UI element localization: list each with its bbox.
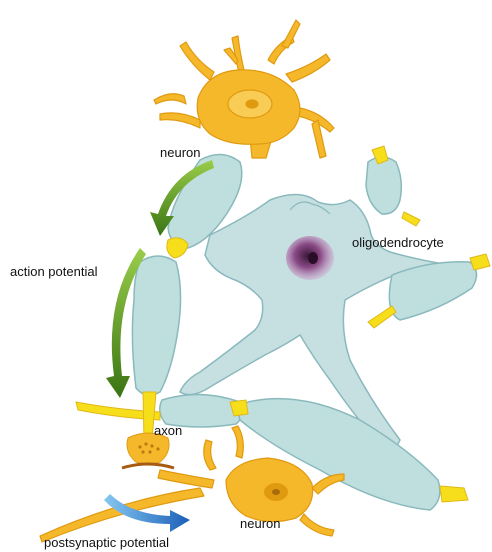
label-neuron-bottom: neuron <box>240 517 280 530</box>
label-action-potential: action potential <box>10 265 97 278</box>
label-oligodendrocyte: oligodendrocyte <box>352 236 444 249</box>
myelin-segment-right-top <box>366 157 401 214</box>
axon-right-tip-4 <box>368 306 396 328</box>
neuron-top <box>154 20 334 158</box>
myelin-segment-middle <box>132 256 180 395</box>
label-postsynaptic-potential: postsynaptic potential <box>44 536 169 549</box>
axon-right-tip-2 <box>402 212 420 226</box>
label-axon: axon <box>154 424 182 437</box>
axon-lower-tip <box>440 486 468 502</box>
synaptic-terminal <box>122 433 174 468</box>
node-of-ranvier-1 <box>167 238 188 258</box>
myelin-segment-right-mid <box>389 262 476 320</box>
axon-right-tip-3 <box>470 254 490 270</box>
label-neuron-top: neuron <box>160 146 200 159</box>
